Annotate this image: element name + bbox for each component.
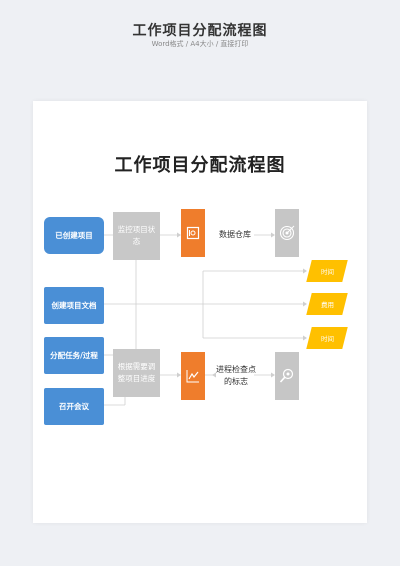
node-assign-task-label: 分配任务/过程 — [50, 350, 98, 360]
node-meeting-label: 召开会议 — [59, 401, 89, 411]
target-icon — [279, 225, 295, 241]
node-data-repo-label: 数据仓库 — [219, 230, 251, 239]
node-create-doc: 创建项目文档 — [44, 287, 104, 324]
node-orange-top — [181, 209, 205, 257]
header-title: 工作项目分配流程图 — [132, 23, 268, 39]
node-monitor-label: 监控项目状态 — [117, 225, 156, 246]
tag-cost: 费用 — [306, 293, 348, 315]
magnifier-icon — [279, 368, 294, 383]
node-started-label: 已创建项目 — [55, 230, 93, 240]
trend-chart-icon — [186, 370, 199, 383]
node-monitor: 监控项目状态 — [113, 212, 160, 260]
header-subtitle: Word格式 / A4大小 / 直接打印 — [151, 40, 249, 48]
tag-time-1-label: 时间 — [320, 268, 334, 276]
node-adjust: 根据需要调整项目进度 — [113, 349, 160, 397]
tag-cost-label: 费用 — [320, 301, 334, 309]
safe-icon — [186, 226, 200, 240]
node-inspect — [275, 352, 299, 400]
node-started: 已创建项目 — [44, 217, 104, 254]
node-meeting: 召开会议 — [44, 388, 104, 425]
tag-time-2: 时间 — [306, 327, 348, 349]
tag-time-1: 时间 — [306, 260, 348, 282]
diagram-title: 工作项目分配流程图 — [114, 155, 286, 176]
node-checkpoint-label: 进程检查点的标志 — [216, 365, 256, 386]
document-page: 工作项目分配流程图 — [33, 101, 367, 523]
node-adjust-label: 根据需要调整项目进度 — [117, 362, 156, 383]
node-data-repo: 数据仓库 — [213, 221, 257, 249]
node-target — [275, 209, 299, 257]
node-assign-task: 分配任务/过程 — [44, 337, 104, 374]
node-create-doc-label: 创建项目文档 — [51, 300, 97, 310]
node-orange-bottom — [181, 352, 205, 400]
tag-time-2-label: 时间 — [320, 335, 334, 343]
node-checkpoint: 进程检查点的标志 — [216, 356, 256, 396]
